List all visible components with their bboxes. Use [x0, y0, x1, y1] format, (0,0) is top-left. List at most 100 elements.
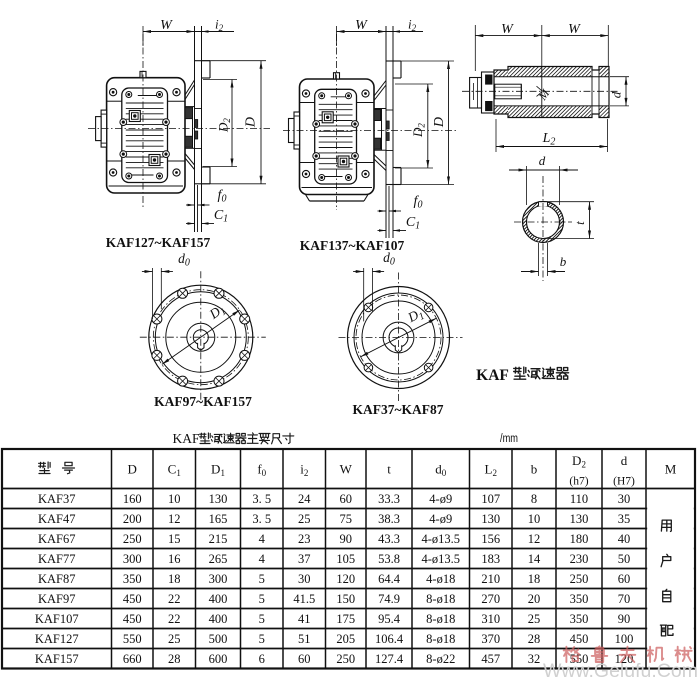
svg-text:22: 22 [168, 612, 181, 626]
svg-text:500: 500 [209, 632, 228, 646]
svg-text:KAF127~KAF157: KAF127~KAF157 [106, 235, 211, 250]
svg-text:60: 60 [298, 652, 311, 666]
svg-text:KAF67: KAF67 [38, 532, 76, 546]
svg-text:D2: D2 [410, 123, 427, 138]
svg-text:130: 130 [481, 512, 500, 526]
svg-text:28: 28 [168, 652, 181, 666]
svg-text:300: 300 [123, 552, 142, 566]
svg-text:d: d [539, 153, 546, 168]
svg-text:457: 457 [481, 652, 500, 666]
svg-text:550: 550 [123, 632, 142, 646]
svg-text:8-ø18: 8-ø18 [426, 612, 455, 626]
svg-text:i2: i2 [408, 17, 417, 34]
svg-text:350: 350 [123, 572, 142, 586]
svg-text:160: 160 [123, 492, 142, 506]
svg-text:210: 210 [481, 572, 500, 586]
svg-text:250: 250 [336, 652, 355, 666]
svg-text:107: 107 [481, 492, 500, 506]
svg-text:3. 5: 3. 5 [252, 492, 271, 506]
svg-text:10: 10 [528, 512, 541, 526]
svg-text:d0: d0 [435, 462, 447, 479]
svg-text:35: 35 [618, 512, 631, 526]
svg-text:D1: D1 [405, 305, 427, 328]
svg-text:660: 660 [123, 652, 142, 666]
svg-text:f0: f0 [257, 462, 266, 479]
svg-text:25: 25 [528, 612, 541, 626]
svg-text:KAF97~KAF157: KAF97~KAF157 [154, 394, 252, 409]
svg-text:183: 183 [481, 552, 500, 566]
svg-text:105: 105 [336, 552, 355, 566]
svg-text:KAF37~KAF87: KAF37~KAF87 [352, 402, 443, 417]
svg-text:32: 32 [528, 652, 541, 666]
svg-text:D1: D1 [211, 462, 225, 479]
svg-text:KAF97: KAF97 [38, 592, 76, 606]
svg-text:12: 12 [528, 532, 541, 546]
svg-text:18: 18 [168, 572, 181, 586]
svg-text:W: W [340, 462, 353, 477]
svg-text:24: 24 [298, 492, 311, 506]
svg-text:130: 130 [570, 512, 589, 526]
svg-text:4-ø13.5: 4-ø13.5 [421, 532, 460, 546]
svg-text:25: 25 [298, 512, 311, 526]
svg-text:b: b [560, 254, 567, 269]
svg-text:180: 180 [570, 532, 589, 546]
svg-text:310: 310 [481, 612, 500, 626]
svg-text:90: 90 [340, 532, 353, 546]
svg-text:KAF107: KAF107 [35, 612, 79, 626]
svg-text:106.4: 106.4 [375, 632, 404, 646]
svg-text:43.3: 43.3 [378, 532, 400, 546]
svg-text:f0: f0 [218, 188, 227, 205]
svg-text:5: 5 [259, 612, 265, 626]
svg-text:18: 18 [528, 572, 541, 586]
svg-text:130: 130 [209, 492, 228, 506]
svg-text:400: 400 [209, 592, 228, 606]
svg-text:KAF47: KAF47 [38, 512, 76, 526]
svg-text:d: d [621, 453, 628, 468]
svg-text:/mm: /mm [500, 433, 518, 445]
svg-text:8-ø18: 8-ø18 [426, 592, 455, 606]
svg-text:450: 450 [570, 632, 589, 646]
svg-text:i2: i2 [300, 462, 308, 479]
svg-text:L2: L2 [542, 131, 556, 148]
svg-text:400: 400 [209, 612, 228, 626]
svg-text:M: M [536, 87, 553, 104]
svg-text:53.8: 53.8 [378, 552, 400, 566]
svg-text:C1: C1 [214, 208, 228, 225]
svg-text:205: 205 [336, 632, 355, 646]
svg-text:D1: D1 [206, 301, 229, 324]
svg-text:110: 110 [570, 492, 588, 506]
svg-text:60: 60 [340, 492, 353, 506]
svg-text:25: 25 [168, 632, 181, 646]
svg-text:33.3: 33.3 [378, 492, 400, 506]
svg-text:5: 5 [259, 632, 265, 646]
svg-text:d0: d0 [383, 250, 395, 268]
svg-text:8-ø22: 8-ø22 [426, 652, 455, 666]
svg-text:4-ø13.5: 4-ø13.5 [421, 552, 460, 566]
svg-text:175: 175 [336, 612, 355, 626]
svg-text:6: 6 [259, 652, 265, 666]
svg-text:L2: L2 [485, 462, 497, 479]
svg-text:165: 165 [209, 512, 228, 526]
svg-text:127.4: 127.4 [375, 652, 404, 666]
svg-text:41.5: 41.5 [293, 592, 315, 606]
svg-text:14: 14 [528, 552, 541, 566]
svg-text:D: D [128, 462, 137, 477]
svg-text:215: 215 [209, 532, 228, 546]
svg-text:70: 70 [618, 592, 631, 606]
svg-text:20: 20 [528, 592, 541, 606]
svg-text:W: W [568, 22, 581, 37]
svg-text:450: 450 [123, 592, 142, 606]
svg-text:KAF37: KAF37 [38, 492, 76, 506]
svg-text:5: 5 [259, 572, 265, 586]
svg-text:KAF87: KAF87 [38, 572, 76, 586]
svg-text:4: 4 [259, 532, 266, 546]
svg-text:64.4: 64.4 [378, 572, 401, 586]
svg-text:30: 30 [618, 492, 631, 506]
svg-text:270: 270 [481, 592, 500, 606]
svg-text:t: t [387, 462, 391, 477]
svg-text:3. 5: 3. 5 [252, 512, 271, 526]
svg-text:40: 40 [618, 532, 631, 546]
svg-text:(h7): (h7) [569, 476, 588, 488]
svg-text:f0: f0 [414, 194, 423, 211]
svg-text:D: D [432, 117, 447, 128]
